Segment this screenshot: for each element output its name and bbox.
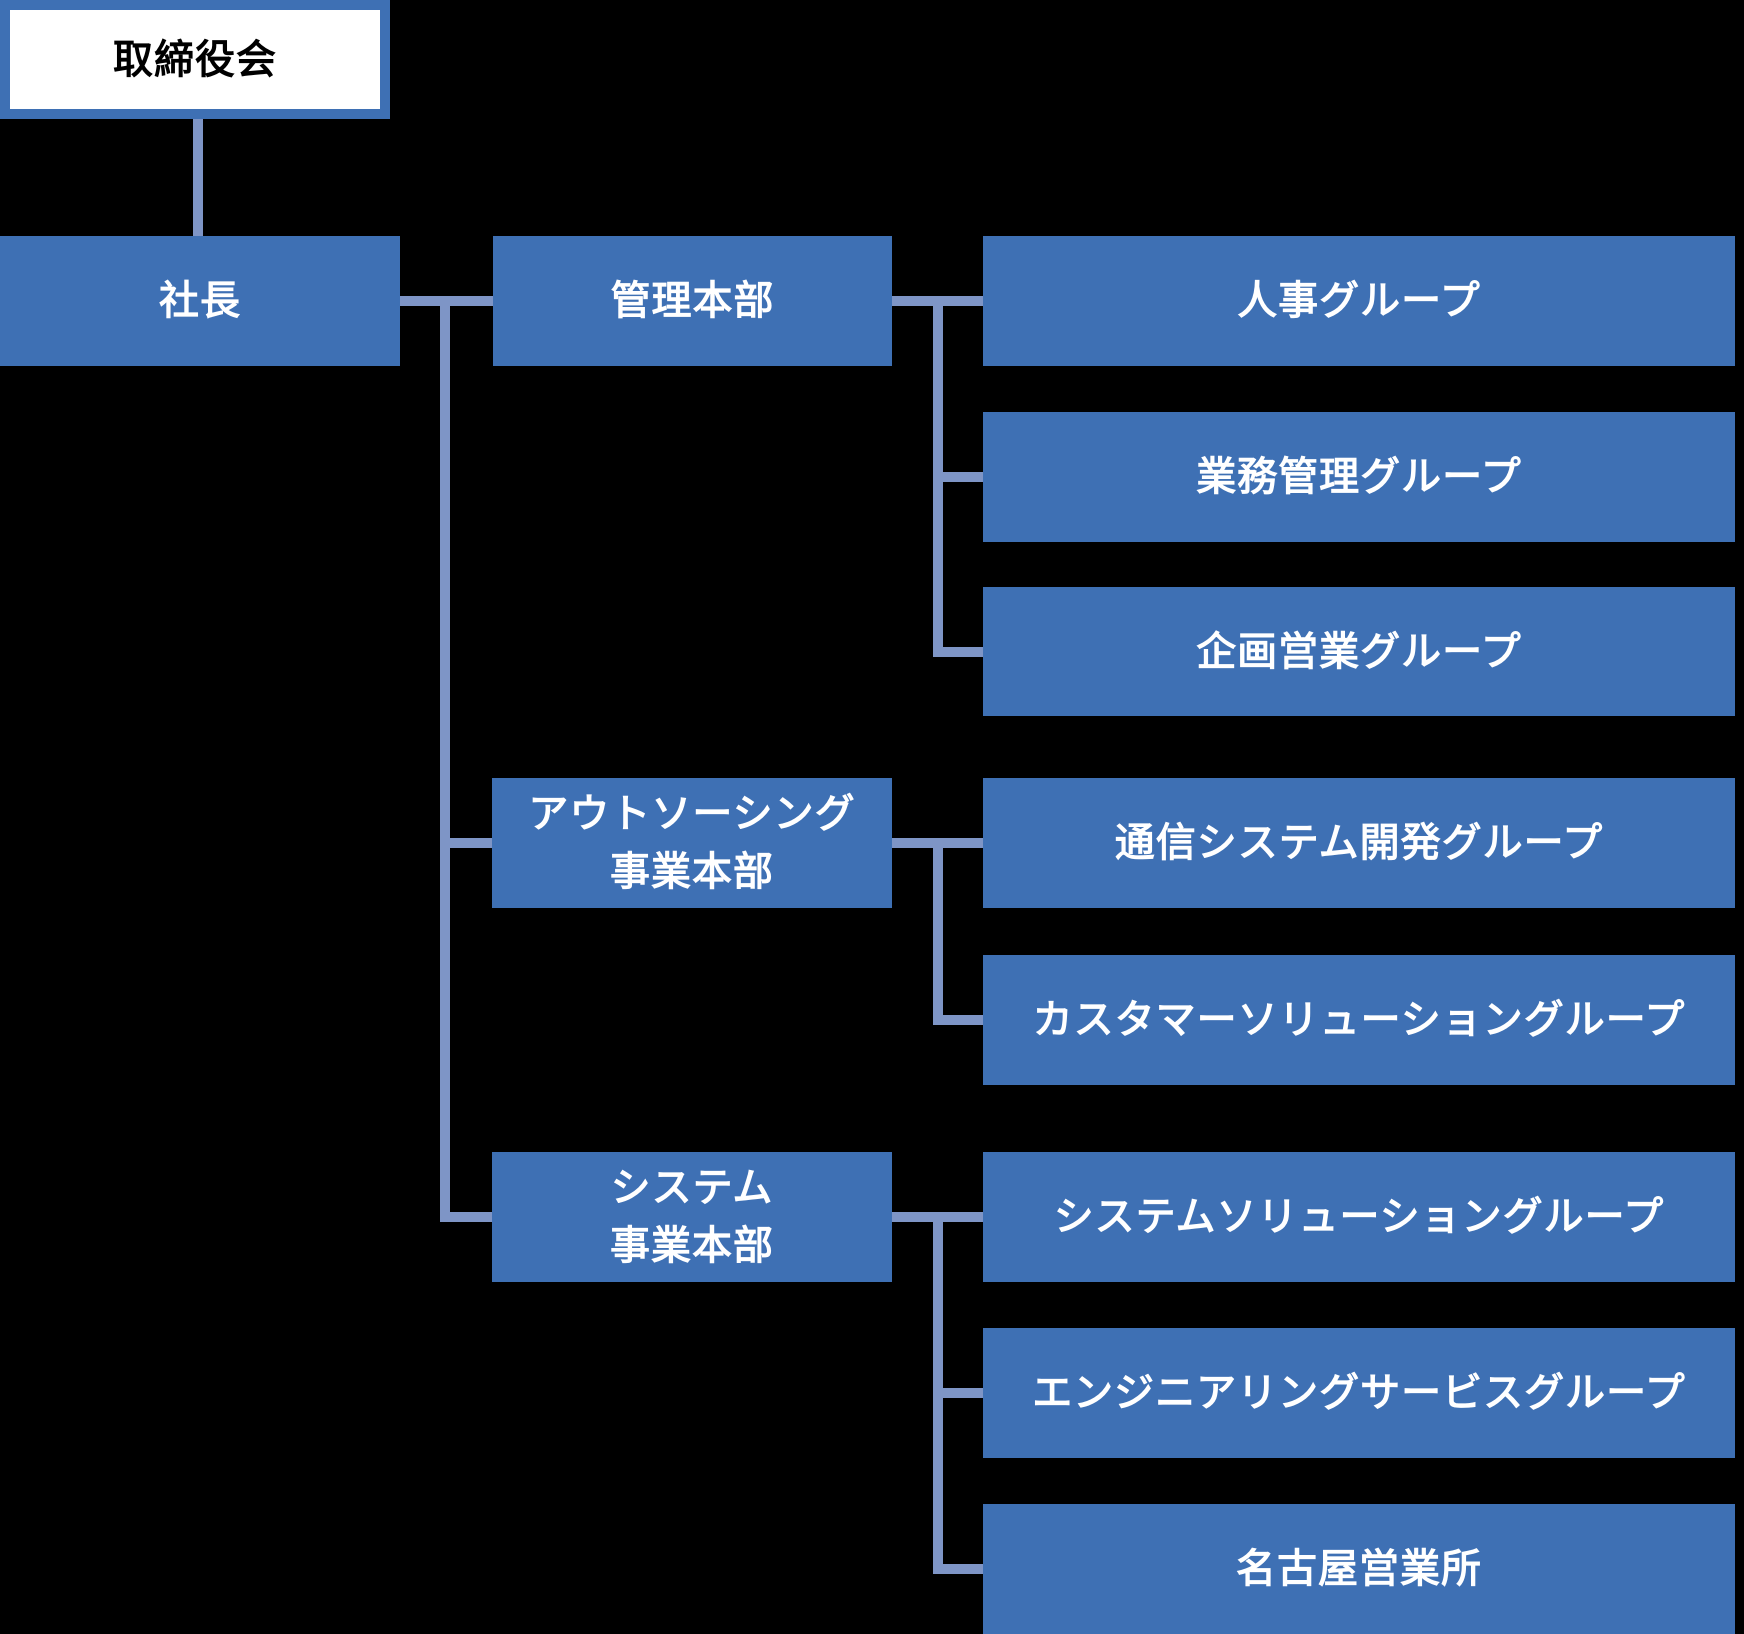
org-node-comm-system-dev-group: 通信システム開発グループ [983, 778, 1735, 908]
org-node-label: カスタマーソリューショングループ [1032, 998, 1686, 1042]
org-node-board-of-directors: 取締役会 [0, 0, 390, 119]
org-node-nagoya-sales-office: 名古屋営業所 [983, 1504, 1735, 1634]
org-node-label: システムソリューショングループ [1053, 1195, 1665, 1239]
connector-admin-to-bizadmin [943, 472, 983, 482]
org-node-planning-sales-group: 企画営業グループ [983, 587, 1735, 716]
connector-system-to-engsvc [943, 1388, 983, 1398]
org-node-system-business-hq: システム 事業本部 [492, 1152, 892, 1282]
connector-outsourcing-to-customer [943, 1015, 983, 1025]
org-node-label: エンジニアリングサービスグループ [1032, 1371, 1686, 1415]
org-node-hr-group: 人事グループ [983, 236, 1735, 366]
org-node-label: 業務管理グループ [1196, 455, 1522, 499]
connector-trunk-to-outsourcing [450, 838, 492, 848]
org-node-label-line2: 事業本部 [610, 850, 774, 894]
org-node-label: 名古屋営業所 [1236, 1547, 1482, 1591]
org-node-label: 通信システム開発グループ [1114, 821, 1604, 865]
org-node-president: 社長 [0, 236, 400, 366]
org-node-customer-solution-group: カスタマーソリューショングループ [983, 955, 1735, 1085]
org-node-label-line2: 事業本部 [610, 1224, 774, 1268]
connector-system-to-nagoya [943, 1564, 983, 1574]
org-node-label: 社長 [159, 279, 241, 323]
org-node-outsourcing-business-hq: アウトソーシング 事業本部 [492, 778, 892, 908]
connector-outsourcing-trunk [933, 838, 943, 1025]
org-node-system-solution-group: システムソリューショングループ [983, 1152, 1735, 1282]
connector-board-to-president [193, 119, 203, 236]
org-node-engineering-service-group: エンジニアリングサービスグループ [983, 1328, 1735, 1458]
org-node-label: 人事グループ [1237, 279, 1481, 323]
org-node-label: 管理本部 [610, 279, 775, 323]
connector-main-trunk [440, 296, 450, 1222]
org-node-business-admin-group: 業務管理グループ [983, 412, 1735, 542]
org-node-label: 企画営業グループ [1196, 629, 1522, 674]
connector-admin-trunk [933, 296, 943, 657]
org-node-label: 取締役会 [113, 37, 277, 82]
org-node-label-line1: システム [610, 1166, 774, 1210]
org-node-label-line1: アウトソーシング [528, 792, 856, 836]
connector-admin-to-planning [943, 647, 983, 657]
connector-trunk-to-system [450, 1212, 493, 1222]
connector-system-trunk [933, 1212, 943, 1574]
org-node-admin-headquarters: 管理本部 [493, 236, 892, 366]
